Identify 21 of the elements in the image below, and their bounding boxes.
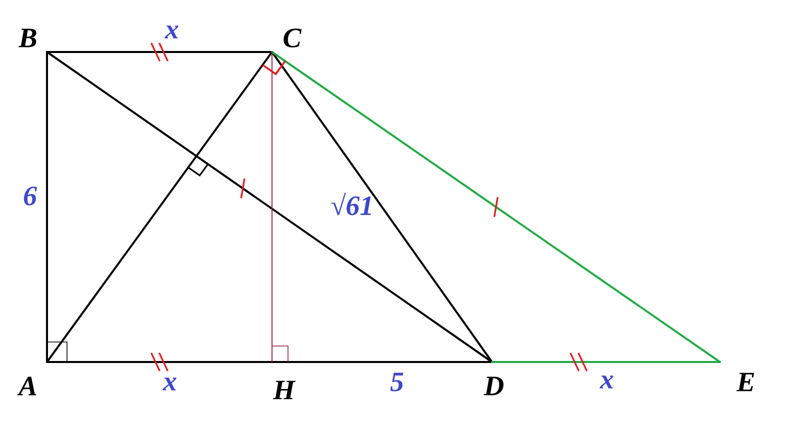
vertex-label: B: [18, 28, 36, 48]
line-segment: [46, 51, 273, 363]
vertex-label: A: [17, 376, 36, 396]
length-label: x: [600, 376, 614, 388]
length-label: 5: [390, 372, 404, 392]
line-segment: [46, 51, 273, 53]
line-segment: [46, 361, 273, 363]
line-segment: [271, 51, 721, 363]
line-segment: [46, 51, 493, 363]
line-segment: [271, 361, 493, 363]
vertex-label: D: [484, 376, 504, 396]
length-label: x: [162, 378, 176, 390]
line-segment: [271, 51, 493, 363]
vertex-label: C: [284, 28, 302, 48]
vertex-label: H: [272, 380, 296, 400]
length-label: √61: [331, 192, 371, 216]
line-segment: [491, 361, 721, 363]
line-segment: [46, 51, 48, 363]
vertex-label: E: [736, 372, 754, 392]
length-label: x: [164, 26, 178, 38]
length-label: 6: [24, 186, 37, 206]
